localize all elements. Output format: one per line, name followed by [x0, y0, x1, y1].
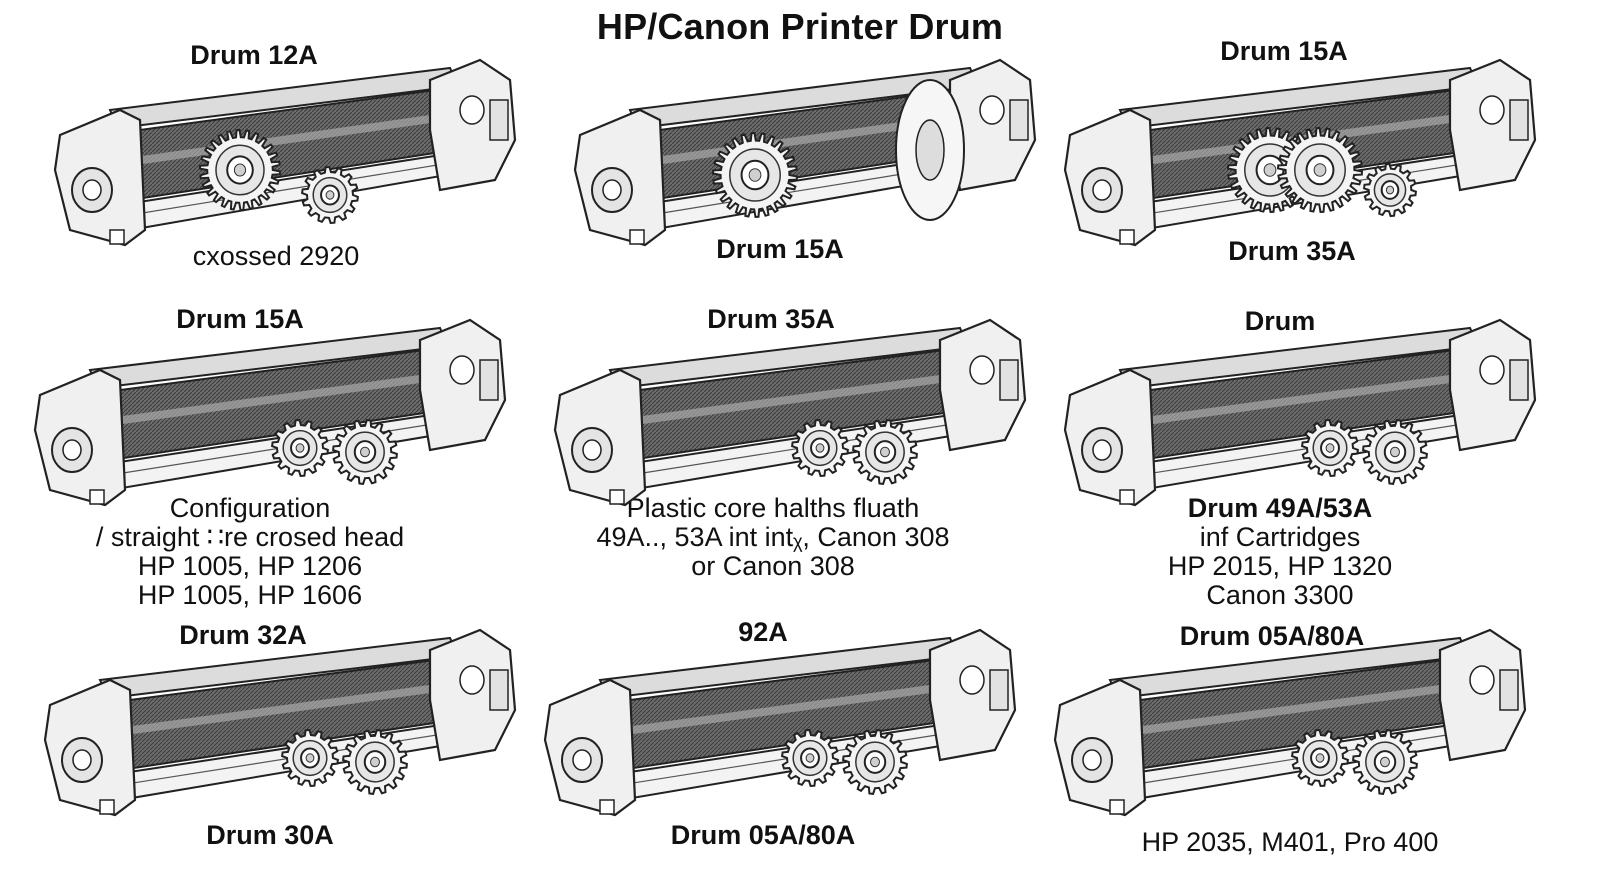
drum-label-7: Drum 32A	[179, 620, 307, 650]
drum-bottom-label-3: Drum 35A	[1228, 236, 1356, 266]
caption-line: HP 2015, HP 1320	[1167, 551, 1393, 581]
drum-caption-7: Drum 30A	[206, 820, 334, 850]
drum-illustration-6	[1063, 318, 1537, 507]
caption-line: HP 1005, HP 1206	[137, 551, 363, 581]
small-gear-icon	[781, 728, 839, 788]
drum-illustration-8	[543, 628, 1017, 817]
caption-line: / straight ∷re crosed head	[95, 522, 405, 552]
caption-line: Plastic core halths fluath	[626, 493, 920, 523]
small-gear-icon	[791, 418, 849, 478]
drum-label-1: Drum 12A	[190, 40, 318, 70]
caption-line: inf Cartridges	[1199, 522, 1361, 552]
drum-caption-6: Drum 49A/53A inf Cartridges HP 2015, HP …	[1168, 494, 1392, 610]
drum-caption-9: HP 2035, M401, Pro 400	[1141, 827, 1439, 857]
small-gear-icon	[1291, 728, 1349, 788]
caption-line: Canon 3300	[1206, 580, 1354, 610]
drum-illustration-4	[33, 318, 507, 507]
small-gear-icon	[852, 419, 918, 485]
drum-label-3: Drum 15A	[1220, 36, 1348, 66]
drum-illustration-7	[43, 628, 517, 817]
drum-caption-4: Configuration / straight ∷re crosed head…	[96, 494, 404, 610]
drum-illustration-3	[1063, 58, 1537, 247]
drum-label-5: Drum 35A	[707, 304, 835, 334]
caption-line: or Canon 308	[691, 551, 855, 581]
drum-label-2: Drum 15A	[716, 234, 844, 264]
caption-line: Drum 49A/53A	[1187, 493, 1373, 523]
drum-label-9: Drum 05A/80A	[1179, 621, 1365, 651]
small-gear-icon	[301, 165, 359, 225]
drum-label-6: Drum	[1244, 306, 1316, 336]
large-gear-icon	[711, 131, 799, 219]
page-title: HP/Canon Printer Drum	[596, 6, 1004, 47]
small-gear-icon	[271, 418, 329, 478]
small-gear-icon	[1363, 162, 1417, 218]
small-gear-icon	[842, 729, 908, 795]
small-gear-icon	[332, 419, 398, 485]
small-gear-icon	[1352, 729, 1418, 795]
drum-caption-1: cxossed 2920	[193, 242, 360, 271]
small-gear-icon	[281, 728, 339, 788]
drum-illustration-2	[573, 58, 1037, 247]
drum-caption-5: Plastic core halths fluath 49A.., 53A in…	[596, 494, 949, 581]
caption-line: cxossed 2920	[192, 241, 360, 271]
large-gear-icon	[1276, 126, 1364, 214]
small-gear-icon	[1301, 418, 1359, 478]
drum-illustration-5	[553, 318, 1027, 507]
drum-illustration-9	[1053, 628, 1527, 817]
caption-line: 49A.., 53A int intᵪ, Canon 308	[596, 522, 950, 552]
drum-caption-8: Drum 05A/80A	[670, 820, 856, 850]
drum-label-8: 92A	[738, 617, 788, 647]
small-gear-icon	[342, 729, 408, 795]
caption-line: Configuration	[169, 493, 331, 523]
small-gear-icon	[1362, 419, 1428, 485]
caption-line: HP 1005, HP 1606	[137, 580, 363, 610]
large-gear-icon	[198, 128, 282, 212]
drum-label-4: Drum 15A	[176, 304, 304, 334]
drum-illustration-1	[53, 58, 517, 247]
